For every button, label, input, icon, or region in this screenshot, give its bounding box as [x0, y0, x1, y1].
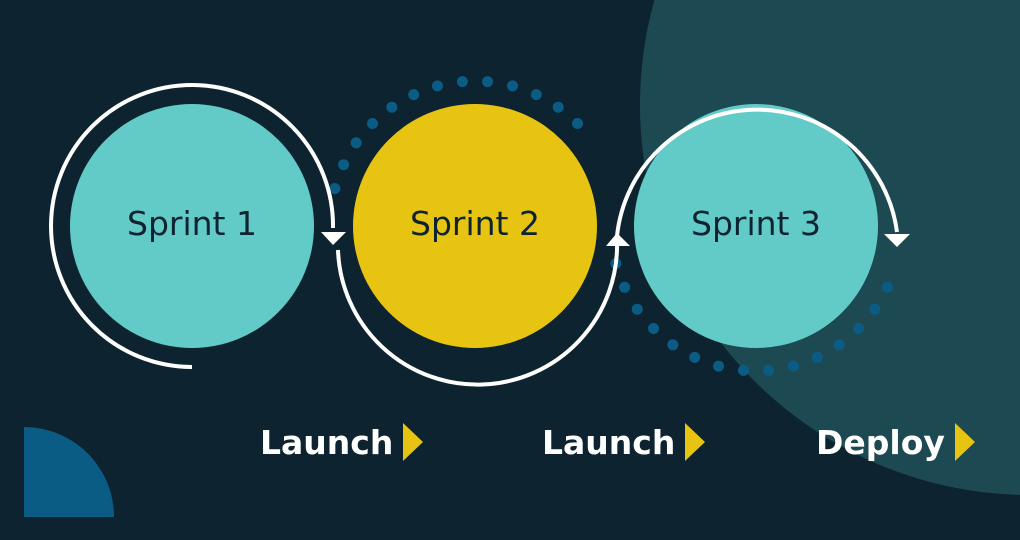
sprint-2-dot: [552, 101, 564, 113]
sprint-3-dot: [763, 364, 775, 376]
sprint-2-arrowhead: [606, 233, 630, 246]
sprint-2-dot: [572, 118, 583, 129]
sprint-2-dot: [456, 76, 468, 88]
step-launch-2: Launch: [542, 418, 707, 466]
sprint-3-dot: [631, 303, 643, 315]
step-launch-1: Launch: [260, 418, 425, 466]
sprint-2-dot: [386, 101, 398, 113]
step-launch-1-label: Launch: [260, 422, 394, 462]
sprint-3-dot: [881, 281, 893, 293]
sprint-3-dot: [737, 364, 749, 376]
sprint-3-label: Sprint 3: [691, 204, 821, 243]
sprint-1-arrowhead: [321, 232, 346, 245]
sprint-3-dot: [648, 323, 659, 334]
sprint-3-cycle-arrow: [615, 107, 899, 237]
sprint-3-dot: [869, 303, 881, 315]
sprint-3-dot: [689, 351, 701, 363]
sprint-2-dotted-arc: [329, 76, 583, 194]
sprint-3-dotted-arc: [610, 258, 893, 376]
sprint-3-arrowhead: [884, 234, 910, 247]
sprint-3-dot: [713, 360, 724, 372]
sprint-3-dot: [833, 339, 845, 351]
sprint-3-circle: [634, 104, 878, 348]
sprint-3-dot: [788, 360, 799, 372]
step-deploy: Deploy: [816, 418, 977, 466]
sprint-3-dot: [619, 281, 631, 293]
sprint-2-dot: [482, 76, 494, 88]
sprint-2-dot: [367, 118, 378, 129]
sprint-1-cycle-arrow: [49, 83, 336, 369]
sprint-1-circle: [70, 104, 314, 348]
step-deploy-label: Deploy: [816, 422, 945, 462]
step-launch-2-label: Launch: [542, 422, 676, 462]
sprint-2-dot: [432, 80, 443, 92]
sprint-1-label: Sprint 1: [127, 204, 257, 243]
sprint-2-circle: [353, 104, 597, 348]
quarter-circle-decoration: [24, 427, 114, 517]
triangle-right-icon: [403, 423, 424, 461]
sprint-3-dot: [811, 351, 823, 363]
sprint-2-dot: [350, 137, 362, 149]
triangle-right-icon: [954, 423, 975, 461]
sprint-2-dot: [338, 159, 350, 171]
sprint-2-dot: [507, 80, 518, 92]
triangle-right-icon: [685, 423, 706, 461]
sprint-3-dot: [667, 339, 679, 351]
sprint-2-label: Sprint 2: [410, 204, 540, 243]
sprint-2-dot: [530, 89, 542, 101]
sprint-2-dot: [329, 183, 341, 194]
sprint-2-cycle-arrow: [336, 239, 620, 387]
sprint-2-dot: [408, 89, 420, 101]
sprint-3-dot: [853, 323, 864, 334]
